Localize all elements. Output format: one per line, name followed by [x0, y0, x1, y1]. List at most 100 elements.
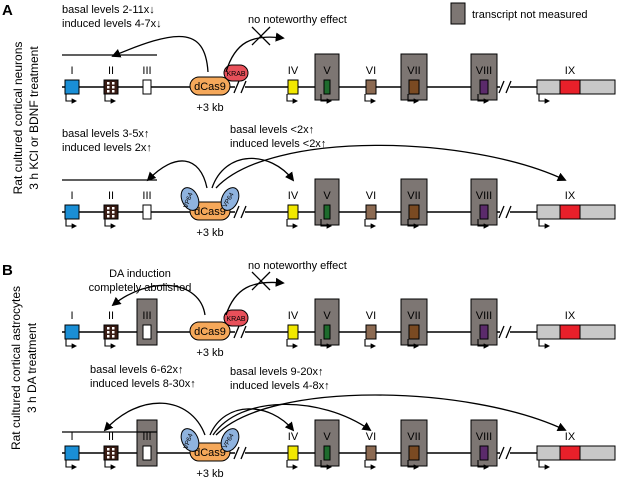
tss-arrow — [65, 339, 78, 349]
panel-b-no-effect-cross — [251, 271, 271, 291]
exon-label-vi: VI — [366, 310, 376, 322]
exon-label-ii: II — [108, 310, 114, 322]
exon-i — [64, 324, 80, 340]
exon-v — [323, 204, 331, 220]
dcas9-label: dCas9 — [194, 206, 226, 218]
break-mark — [505, 446, 512, 460]
dcas9-protein — [189, 201, 231, 221]
panel-a-krab-arrow-right — [225, 32, 285, 73]
exon-ii-dot — [112, 82, 115, 85]
tss-arrow — [538, 219, 551, 229]
legend: transcript not measured — [450, 2, 588, 25]
exon-label-iii: III — [142, 190, 151, 202]
exon-iv — [287, 445, 299, 461]
tss-arrow — [65, 460, 78, 470]
panel-a-krab-arrow-left — [111, 35, 209, 73]
panel-b-side-label-1: Rat cultured cortical astrocytes — [9, 286, 23, 450]
panel-b-krab-left-line2: completely abolished — [89, 282, 192, 294]
tss-arrow — [286, 94, 299, 104]
break-mark — [505, 80, 512, 94]
vp64-domain-right — [220, 187, 240, 211]
tss-arrow — [65, 219, 78, 229]
exon-i — [64, 79, 80, 95]
exon-ii-dot — [107, 86, 110, 89]
exon-ii-dot — [107, 452, 110, 455]
tss-arrow — [407, 219, 420, 229]
exon-v — [323, 324, 331, 340]
exon-label-i: I — [70, 190, 73, 202]
exon-label-v: V — [323, 431, 331, 443]
krab-domain — [223, 64, 249, 82]
exon-vi — [365, 324, 377, 340]
exon-label-vii: VII — [407, 310, 420, 322]
exon-iii — [142, 204, 152, 220]
tss-arrow — [320, 339, 333, 349]
tss-arrow — [104, 460, 117, 470]
exon-vii — [408, 445, 420, 461]
exon-label-iv: IV — [288, 431, 299, 443]
tss-arrow — [104, 219, 117, 229]
panel-b-vp64-left-line2: induced levels 8-30x↑ — [90, 378, 196, 390]
exon-label-v: V — [323, 310, 331, 322]
panel-b-letter: B — [2, 262, 13, 279]
tss-arrow — [104, 339, 117, 349]
panel-a-krab-annotations: basal levels 2-11x↓ induced levels 4-7x↓… — [62, 4, 347, 73]
exon-iii — [142, 79, 152, 95]
exon-vi — [365, 204, 377, 220]
exon-ix-coding — [559, 445, 581, 461]
dcas9-label: dCas9 — [194, 81, 226, 93]
panel-a-vp64-right-line1: basal levels <2x↑ — [230, 124, 314, 136]
break-mark — [498, 325, 505, 339]
tss-arrow — [286, 460, 299, 470]
exon-ii-dot — [107, 335, 110, 338]
panel-b-side-label-2: 3 h DA treatment — [25, 322, 39, 413]
panel-b-krab-arrow-right — [225, 277, 285, 316]
exon-ii-dot — [112, 331, 115, 334]
panel-b-vp64-right-line1: basal levels 9-20x↑ — [230, 366, 324, 378]
tss-arrow — [364, 219, 377, 229]
break-mark — [505, 205, 512, 219]
exon-ix-coding — [559, 204, 581, 220]
break-mark — [498, 205, 505, 219]
panel-a-krab-left-line2: induced levels 4-7x↓ — [62, 18, 162, 30]
panel-a-vp64-left-line1: basal levels 3-5x↑ — [62, 128, 149, 140]
panel-b-vp64-arrow-left — [103, 402, 206, 436]
break-mark — [240, 325, 247, 339]
tss-arrow — [364, 94, 377, 104]
tss-arrow — [407, 94, 420, 104]
tss-arrow — [407, 460, 420, 470]
exon-ii-dot — [107, 327, 110, 330]
panel-b-vp64-annotations: basal levels 6-62x↑ induced levels 8-30x… — [62, 364, 567, 436]
exon-ii-dot — [107, 211, 110, 214]
exon-ii-dot — [107, 90, 110, 93]
exon-iv — [287, 204, 299, 220]
break-mark — [240, 446, 247, 460]
exon-label-viii: VIII — [476, 431, 493, 443]
exon-iv — [287, 324, 299, 340]
exon-viii — [479, 324, 489, 340]
exon-label-ii: II — [108, 431, 114, 443]
krab-label: KRAB — [226, 316, 245, 323]
exon-ii-dot — [112, 327, 115, 330]
exon-label-v: V — [323, 65, 331, 77]
exon-ii — [103, 445, 119, 461]
vp64-domain-left — [180, 428, 200, 452]
exon-ii-dot — [112, 335, 115, 338]
tss-arrow — [538, 460, 551, 470]
tss-arrow — [477, 94, 490, 104]
panel-a-side-label-2: 3 h KCl or BDNF treatment — [27, 46, 41, 190]
break-mark — [233, 80, 240, 94]
exon-label-ix: IX — [565, 431, 576, 443]
panel-b-krab-annotations: DA induction completely abolished no not… — [89, 260, 347, 316]
tss-arrow — [320, 219, 333, 229]
panel-a-krab-left-line1: basal levels 2-11x↓ — [62, 4, 155, 16]
exon-ii-dot — [107, 82, 110, 85]
exon-label-iii: III — [142, 65, 151, 77]
exon-v — [323, 445, 331, 461]
position-label: +3 kb — [196, 227, 223, 239]
panel-b-krab-right-text: no noteworthy effect — [248, 260, 347, 272]
